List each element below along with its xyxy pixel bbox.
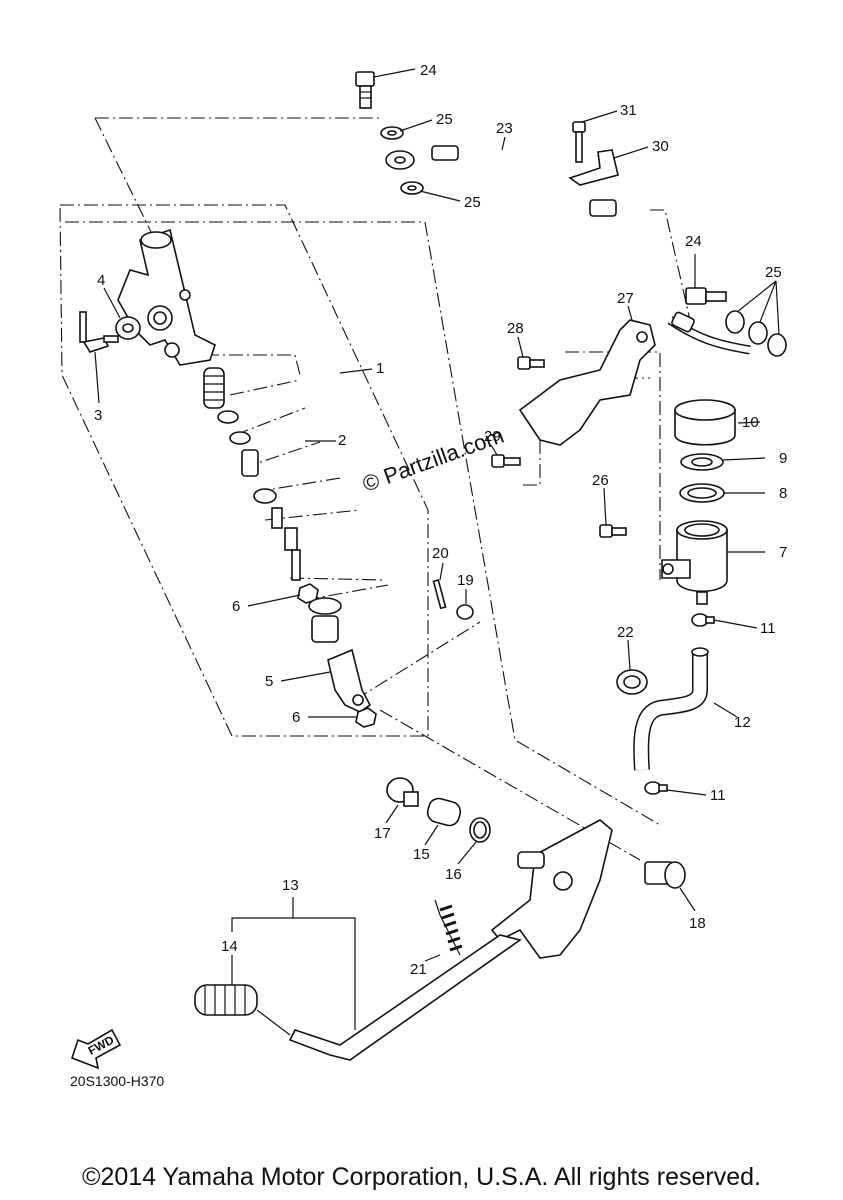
callout-label: 3 — [94, 407, 102, 424]
callout-label: 8 — [779, 485, 787, 502]
washer-25-right-c — [767, 333, 787, 357]
callout-labels: 24 25 23 31 30 25 24 25 27 28 4 3 1 2 29… — [94, 62, 787, 978]
callout-label: 25 — [436, 111, 453, 128]
callout-label: 29 — [484, 428, 501, 445]
reservoir-hose-12 — [633, 647, 709, 771]
clamp-22 — [616, 669, 648, 695]
fwd-arrow-icon: FWD — [70, 1028, 122, 1070]
collar-15 — [426, 797, 462, 827]
callout-label: 12 — [734, 714, 751, 731]
callout-label: 6 — [232, 598, 240, 615]
bracket-hole — [636, 331, 648, 343]
washer-25-right-a — [725, 310, 745, 334]
callout-label: 13 — [282, 877, 299, 894]
callout-label: 5 — [265, 673, 273, 690]
washer-25-right-b — [748, 321, 768, 345]
washer-25-lower-hole — [407, 185, 417, 191]
callout-label: 25 — [464, 194, 481, 211]
callout-label: 14 — [221, 938, 238, 955]
callout-label: 30 — [652, 138, 669, 155]
piston-kit — [203, 367, 301, 581]
boot-4 — [115, 316, 141, 340]
diaphragm-plate-9 — [680, 453, 724, 471]
union-bolt-top — [355, 71, 375, 109]
callout-label: 10 — [742, 414, 759, 431]
footrest-guide — [256, 1009, 291, 1036]
diagram-code: 20S1300-H370 — [70, 1073, 164, 1089]
callout-label: 7 — [779, 544, 787, 561]
bolt-26 — [599, 524, 627, 538]
spring-21 — [434, 899, 463, 956]
clamp-and-bolt — [568, 121, 619, 186]
bolt-28 — [517, 356, 545, 370]
nut-6-lower — [355, 707, 377, 728]
callout-label: 18 — [689, 915, 706, 932]
callout-label: 22 — [617, 624, 634, 641]
bracket-27 — [518, 319, 656, 446]
callout-label: 17 — [374, 825, 391, 842]
hose-clip-lower — [644, 781, 668, 795]
callout-label: 11 — [710, 787, 726, 804]
dust-seal-ring — [308, 597, 342, 615]
callout-label: 21 — [410, 961, 427, 978]
callout-label: 20 — [432, 545, 449, 562]
footrest-14 — [194, 984, 258, 1016]
callout-label: 2 — [338, 432, 346, 449]
washer-19 — [456, 604, 474, 620]
clevis-hole — [352, 694, 364, 706]
copyright-notice: ©2014 Yamaha Motor Corporation, U.S.A. A… — [82, 1163, 761, 1191]
hose-clip-upper — [691, 613, 715, 627]
callout-label: 23 — [496, 120, 513, 137]
callout-label: 24 — [420, 62, 437, 79]
callout-label: 1 — [376, 360, 384, 377]
callout-label: 27 — [617, 290, 634, 307]
callout-label: 16 — [445, 866, 462, 883]
callout-label: 15 — [413, 846, 430, 863]
callout-label: 31 — [620, 102, 637, 119]
callout-label: 4 — [97, 272, 105, 289]
callout-label: 9 — [779, 450, 787, 467]
callout-label: 19 — [457, 572, 474, 589]
union-bolt-right — [685, 287, 727, 305]
cotter-pin-20 — [432, 578, 447, 610]
brake-hose — [385, 145, 751, 355]
pin-18 — [644, 861, 686, 889]
master-cylinder-body — [117, 228, 216, 366]
reservoir-cap-10 — [674, 399, 736, 446]
washer-25-upper-hole — [387, 130, 397, 136]
clevis-5 — [327, 648, 372, 713]
callout-leaders — [94, 68, 780, 962]
callout-label: 26 — [592, 472, 609, 489]
diaphragm-8 — [679, 483, 725, 503]
pin-3 — [79, 311, 119, 353]
o-ring-16-inner — [473, 821, 487, 839]
bolt-29 — [491, 454, 521, 468]
brake-pedal — [288, 819, 613, 1061]
callout-label: 24 — [685, 233, 702, 250]
callout-label: 11 — [760, 620, 776, 637]
reservoir-7 — [661, 520, 728, 605]
callout-label: 6 — [292, 709, 300, 726]
pivot-bolt-17 — [386, 777, 419, 807]
callout-label: 25 — [765, 264, 782, 281]
rod-boot — [311, 615, 339, 643]
callout-label: 28 — [507, 320, 524, 337]
